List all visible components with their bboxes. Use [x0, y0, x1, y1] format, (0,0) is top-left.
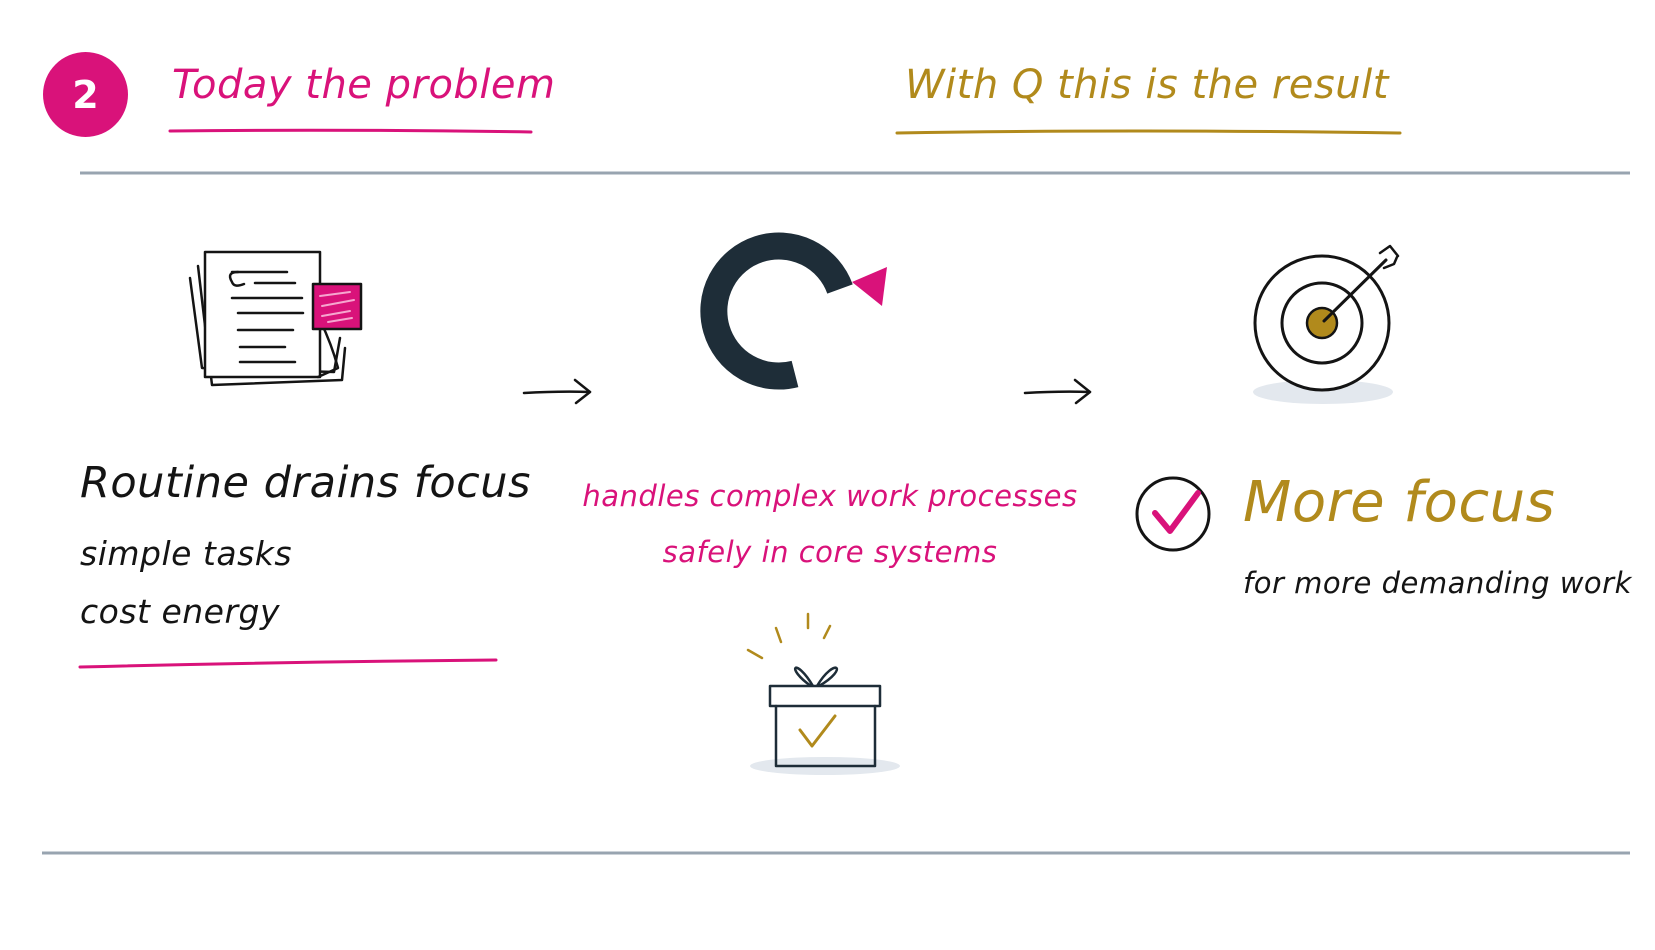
result-subtitle: for more demanding work — [1243, 566, 1632, 600]
check-circle-icon — [1135, 476, 1211, 552]
step-number: 2 — [72, 72, 99, 117]
solution-line: handles complex work processes — [582, 479, 1078, 513]
problem-underline — [78, 658, 498, 669]
problem-title: Routine drains focus — [80, 458, 531, 508]
solution-text: handles complex work processes safely in… — [570, 468, 1090, 580]
documents-icon — [188, 250, 363, 387]
step-badge: 2 — [43, 52, 128, 137]
result-heading-underline — [895, 129, 1402, 135]
q-logo-icon — [700, 232, 887, 390]
target-icon — [1253, 244, 1400, 404]
result-title: More focus — [1243, 470, 1556, 535]
problem-heading-underline — [168, 128, 533, 134]
gift-box-icon — [746, 612, 900, 775]
solution-line: safely in core systems — [662, 535, 998, 569]
arrow-right-icon — [1023, 378, 1092, 405]
problem-line: cost energy — [80, 592, 281, 631]
problem-line: simple tasks — [80, 534, 293, 573]
problem-heading: Today the problem — [172, 62, 556, 108]
result-heading: With Q this is the result — [905, 62, 1389, 108]
arrow-right-icon — [522, 378, 592, 405]
